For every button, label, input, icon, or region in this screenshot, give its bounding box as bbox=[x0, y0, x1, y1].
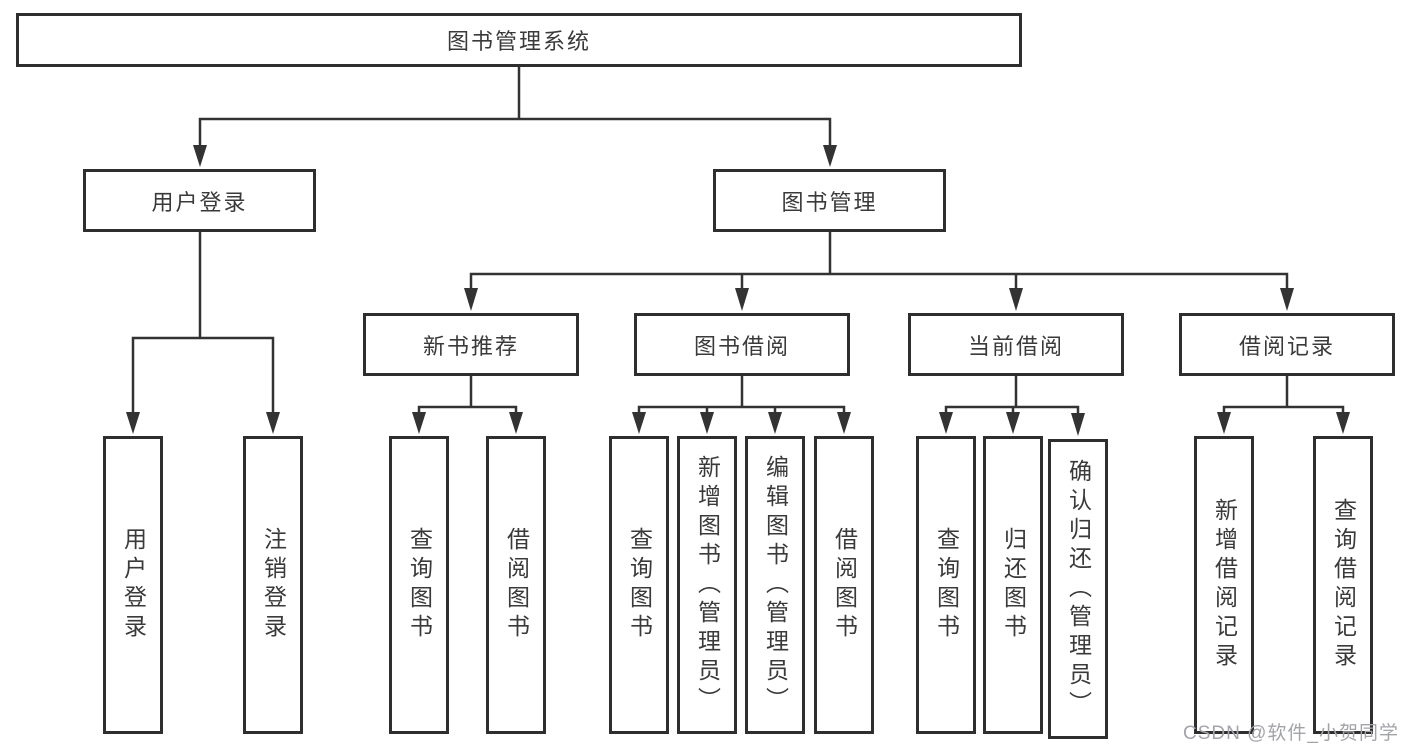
watermark: CSDN @软件_小贺同学 bbox=[1183, 723, 1399, 744]
leaf-return-books: 归还图书 bbox=[983, 436, 1043, 734]
arrowhead bbox=[464, 288, 478, 311]
arrowhead bbox=[1009, 288, 1023, 311]
node-book-borrowing: 图书借阅 bbox=[634, 313, 850, 376]
arrowhead bbox=[1071, 413, 1085, 436]
arrowhead bbox=[126, 412, 140, 434]
leaf-logout: 注销登录 bbox=[243, 436, 303, 734]
arrowhead bbox=[1336, 412, 1350, 434]
leaf-query-books-current: 查询图书 bbox=[916, 436, 976, 734]
arrowhead bbox=[939, 412, 953, 434]
leaf-confirm-return-admin: 确认归还（管理员） bbox=[1048, 439, 1108, 739]
node-borrowing-records: 借阅记录 bbox=[1179, 313, 1395, 376]
node-user-login: 用户登录 bbox=[83, 169, 316, 232]
node-book-management: 图书管理 bbox=[713, 169, 946, 232]
leaf-query-borrow-record: 查询借阅记录 bbox=[1313, 436, 1373, 734]
leaf-query-books-borrowing: 查询图书 bbox=[609, 436, 669, 734]
leaf-add-books-admin: 新增图书（管理员） bbox=[677, 436, 737, 734]
leaf-user-login: 用户登录 bbox=[103, 436, 163, 734]
arrowhead bbox=[1280, 288, 1294, 311]
arrowhead bbox=[632, 412, 646, 434]
arrowhead bbox=[266, 412, 280, 434]
leaf-borrow-books-recommend: 借阅图书 bbox=[486, 436, 546, 734]
arrowhead bbox=[1217, 412, 1231, 434]
arrowhead bbox=[837, 412, 851, 434]
arrowhead bbox=[1006, 412, 1020, 434]
leaf-query-books-recommend: 查询图书 bbox=[389, 436, 449, 734]
arrowhead bbox=[735, 288, 749, 311]
arrowhead bbox=[412, 412, 426, 434]
arrowhead bbox=[823, 145, 837, 167]
connector-recommend-branch bbox=[417, 405, 518, 414]
node-new-book-recommendation: 新书推荐 bbox=[363, 313, 579, 376]
connector-borrowing-branch bbox=[637, 405, 846, 414]
arrowhead bbox=[700, 412, 714, 434]
arrowhead bbox=[509, 412, 523, 434]
connector-level3-branch bbox=[469, 272, 1289, 290]
connector-level2-branch bbox=[198, 117, 832, 148]
leaf-edit-books-admin: 编辑图书（管理员） bbox=[745, 436, 805, 734]
leaf-borrow-books-borrowing: 借阅图书 bbox=[814, 436, 874, 734]
arrowhead bbox=[193, 145, 207, 167]
connector-records-branch bbox=[1222, 405, 1345, 414]
node-library-system-root: 图书管理系统 bbox=[16, 13, 1022, 67]
leaf-add-borrow-record: 新增借阅记录 bbox=[1194, 436, 1254, 734]
connector-user-login-branch bbox=[131, 336, 275, 414]
node-current-borrowing: 当前借阅 bbox=[908, 313, 1124, 376]
arrowhead bbox=[768, 412, 782, 434]
